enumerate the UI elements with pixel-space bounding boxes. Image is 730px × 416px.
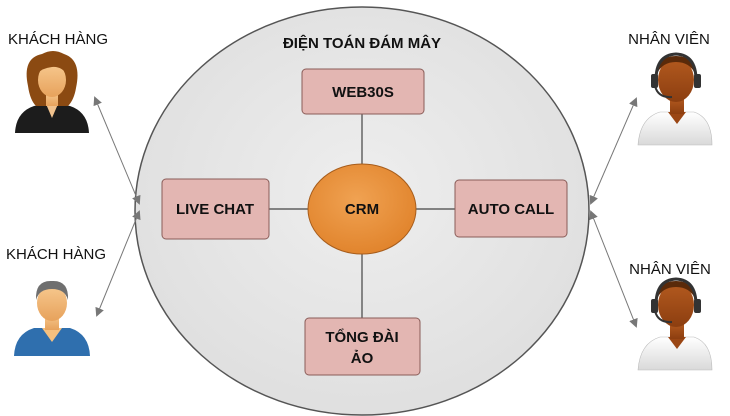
woman-avatar-icon: [15, 51, 89, 133]
service-label-web30s: WEB30S: [332, 84, 394, 101]
service-label-auto-call: AUTO CALL: [468, 201, 554, 218]
customer-label-bottom: KHÁCH HÀNG: [6, 246, 106, 263]
service-label-tong-dai-line1: TỔNG ĐÀI: [325, 328, 398, 346]
headset-agent-icon: [637, 277, 713, 371]
arrow-staff-top: [589, 97, 638, 205]
service-label-live-chat: LIVE CHAT: [176, 201, 254, 218]
service-box-web30s[interactable]: WEB30S: [301, 68, 425, 115]
man-avatar-icon: [14, 280, 90, 356]
staff-label-bottom: NHÂN VIÊN: [629, 261, 711, 278]
service-box-auto-call[interactable]: AUTO CALL: [454, 179, 568, 238]
headset-agent-icon: [637, 52, 713, 146]
service-label-tong-dai-line2: ẢO: [351, 350, 374, 367]
staff-label-top: NHÂN VIÊN: [628, 31, 710, 48]
customer-label-top: KHÁCH HÀNG: [8, 31, 108, 48]
arrow-staff-bottom: [589, 210, 638, 328]
service-box-live-chat[interactable]: LIVE CHAT: [161, 178, 270, 240]
crm-node[interactable]: CRM: [307, 163, 417, 255]
cloud-title: ĐIỆN TOÁN ĐÁM MÂY: [283, 34, 441, 52]
crm-label: CRM: [345, 201, 379, 218]
arrow-customer-bottom: [95, 210, 141, 317]
arrow-customer-top: [93, 96, 141, 205]
service-box-tong-dai-ao[interactable]: TỔNG ĐÀI ẢO: [304, 317, 421, 376]
